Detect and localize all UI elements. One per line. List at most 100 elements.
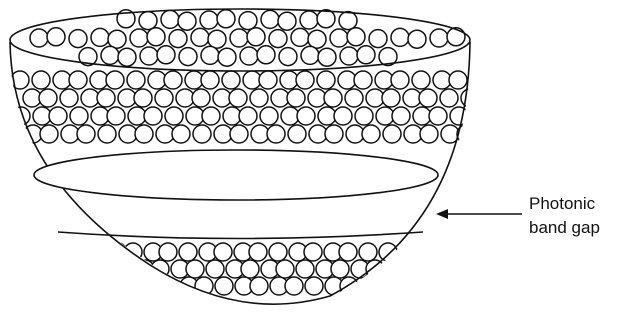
sphere [125, 277, 143, 295]
sphere [32, 71, 50, 89]
sphere [229, 89, 247, 107]
sphere [186, 260, 204, 278]
sphere [269, 30, 287, 48]
sphere [140, 47, 158, 65]
sphere [305, 277, 323, 295]
sphere [339, 243, 357, 261]
sphere [69, 243, 87, 261]
sphere [391, 28, 409, 46]
sphere [108, 30, 126, 48]
sphere [300, 11, 318, 29]
sphere [340, 47, 358, 65]
sphere [39, 89, 57, 107]
sphere [347, 28, 365, 46]
sphere [164, 71, 182, 89]
sphere [161, 10, 179, 28]
sphere [330, 29, 348, 47]
sphere [134, 89, 152, 107]
sphere [241, 260, 259, 278]
sphere [40, 125, 58, 143]
sphere [206, 260, 224, 278]
gap-upper-boundary [34, 150, 438, 200]
sphere [147, 28, 165, 46]
sphere [297, 107, 315, 125]
sphere [296, 260, 314, 278]
sphere [208, 30, 226, 48]
sphere [317, 10, 335, 28]
sphere [89, 243, 107, 261]
sphere [178, 12, 196, 30]
sphere [366, 260, 384, 278]
sphere [257, 46, 275, 64]
sphere [179, 243, 197, 261]
sphere [218, 48, 236, 66]
sphere [97, 89, 115, 107]
sphere [172, 125, 190, 143]
sphere [440, 89, 458, 107]
sphere [155, 89, 173, 107]
sphere [165, 107, 183, 125]
sphere [301, 46, 319, 64]
annotation-arrowhead [436, 209, 448, 219]
sphere [318, 48, 336, 66]
sphere [70, 107, 88, 125]
sphere [285, 277, 303, 295]
sphere [304, 243, 322, 261]
sphere [382, 89, 400, 107]
sphere [250, 277, 268, 295]
sphere [345, 89, 363, 107]
sphere [317, 71, 335, 89]
sphere [267, 125, 285, 143]
sphere [136, 260, 154, 278]
sphere [308, 30, 326, 48]
sphere [239, 107, 257, 125]
sphere [447, 28, 465, 46]
sphere [260, 107, 278, 125]
sphere [101, 46, 119, 64]
sphere [408, 30, 426, 48]
sphere [250, 89, 268, 107]
sphere [107, 107, 125, 125]
sphere [193, 125, 211, 143]
sphere [202, 107, 220, 125]
sphere [355, 107, 373, 125]
sphere [144, 107, 162, 125]
sphere [135, 125, 153, 143]
sphere [239, 12, 257, 30]
sphere [383, 125, 401, 143]
sphere [449, 71, 467, 89]
sphere [139, 12, 157, 30]
sphere [340, 277, 358, 295]
sphere [412, 71, 430, 89]
sphere [325, 125, 343, 143]
sphere [291, 28, 309, 46]
sphere [106, 71, 124, 89]
sphere [331, 260, 349, 278]
sphere [77, 125, 95, 143]
sphere [375, 277, 393, 295]
sphere [127, 71, 145, 89]
sphere [118, 48, 136, 66]
annotation-label-line2: band gap [529, 218, 600, 238]
sphere [130, 29, 148, 47]
sphere [419, 89, 437, 107]
sphere [240, 47, 258, 65]
sphere [191, 28, 209, 46]
sphere [392, 107, 410, 125]
sphere [90, 277, 108, 295]
sphere [359, 243, 377, 261]
sphere [362, 125, 380, 143]
annotation-label-line1: Photonic [529, 194, 595, 214]
sphere [334, 107, 352, 125]
sphere [98, 125, 116, 143]
sphere [429, 107, 447, 125]
sphere [214, 243, 232, 261]
sphere [159, 243, 177, 261]
sphere [249, 243, 267, 261]
sphere [201, 71, 219, 89]
sphere [430, 29, 448, 47]
sphere [269, 243, 287, 261]
sphere [157, 46, 175, 64]
lower-sphere-band [69, 243, 397, 295]
